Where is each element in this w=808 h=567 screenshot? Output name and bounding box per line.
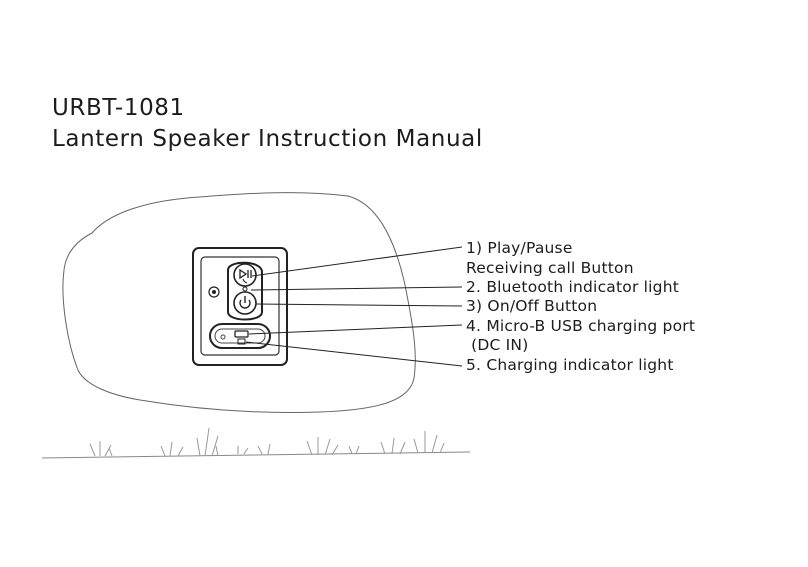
on-off-button xyxy=(233,291,257,315)
callout-on-off: 3) On/Off Button xyxy=(466,297,598,315)
callout-charging-light: 5. Charging indicator light xyxy=(466,356,674,374)
charging-indicator-light xyxy=(237,338,246,345)
callout-receiving-call: Receiving call Button xyxy=(466,259,634,277)
ground-line xyxy=(41,451,471,459)
callout-dc-in: (DC IN) xyxy=(466,336,529,354)
micro-usb-port xyxy=(234,330,249,338)
play-pause-icon xyxy=(239,268,252,280)
control-panel xyxy=(192,247,288,366)
callout-play-pause: 1) Play/Pause xyxy=(466,239,573,257)
grass-tufts xyxy=(89,427,445,457)
manual-model-number: URBT-1081 xyxy=(52,95,185,121)
bluetooth-indicator-light xyxy=(242,286,248,292)
manual-title: Lantern Speaker Instruction Manual xyxy=(52,126,483,152)
phone-icon xyxy=(242,278,248,284)
callout-bluetooth-light: 2. Bluetooth indicator light xyxy=(466,278,679,296)
side-indicator xyxy=(208,286,220,298)
rock-outline xyxy=(62,192,416,413)
callout-usb-port: 4. Micro-B USB charging port xyxy=(466,317,696,335)
power-icon xyxy=(239,296,251,309)
callout-leaders xyxy=(245,246,463,367)
usb-port-cover xyxy=(209,323,271,349)
